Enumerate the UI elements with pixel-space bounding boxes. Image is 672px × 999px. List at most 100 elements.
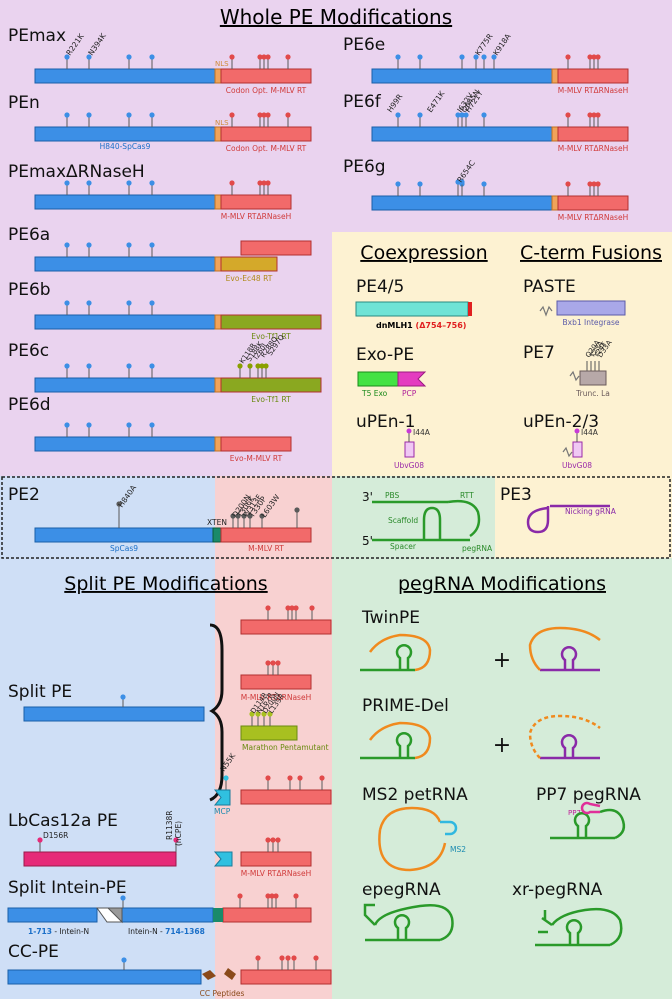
la-bar	[579, 370, 607, 386]
pe2-rt-bar	[220, 527, 312, 543]
pen-rt-mutation-dot	[261, 112, 267, 118]
pe6a-cas9-bar	[34, 256, 216, 272]
splitpe-rt-mcp-mutation-dot	[287, 775, 293, 781]
upen23-linker	[562, 446, 573, 458]
pe6c-olive-mutation-dot	[263, 363, 269, 369]
pen-rt-mutation-dot	[257, 112, 263, 118]
ccpe-cas9-mutation-dot	[121, 957, 127, 963]
pe6e-cas9-mutation-dot	[417, 54, 423, 60]
pegrna-background	[332, 476, 672, 999]
pen-cas9-mutation-dot	[149, 112, 155, 118]
nicking-grna	[526, 504, 610, 534]
xr-title: xr-pegRNA	[512, 880, 603, 900]
ccpe-rt-mutation-dot	[255, 955, 261, 961]
lbcas-bar	[23, 851, 177, 867]
section-title-cterm: C-term Fusions	[520, 242, 662, 264]
intein-rt-mutation-dot	[293, 893, 299, 899]
splitpe-rt-drnaseh	[240, 674, 312, 690]
pen-rt-label: Codon Opt. M-MLV RT	[226, 144, 307, 153]
primedel-title: PRIME-Del	[362, 696, 449, 716]
pe6b-cas9-bar	[34, 314, 216, 330]
intein-rt-mutation-dot	[265, 893, 271, 899]
lbcas-d156r-dot	[37, 837, 43, 843]
section-title-pegrna: pegRNA Modifications	[398, 573, 606, 595]
intein-xten	[213, 908, 223, 922]
peg-spacer-label: Spacer	[390, 542, 417, 551]
pemaxdr-rt-mutation-dot	[261, 180, 267, 186]
pe6a-cas9-mutation-dot	[86, 242, 92, 248]
pe6f-nls-bar	[551, 126, 559, 142]
bxb1-bar	[556, 300, 626, 316]
dnmlh1-label: dnMLH1 (Δ754–756)	[376, 321, 466, 330]
pe6d-cas9-mutation-dot	[86, 422, 92, 428]
xr-motif	[538, 910, 553, 934]
pen-nls-bar	[214, 126, 222, 142]
pp7-scaffold	[573, 812, 591, 838]
pe6c-olive-mutation-dot	[255, 363, 261, 369]
twinpe-peg2-ext	[528, 626, 601, 671]
section-title-split: Split PE Modifications	[64, 573, 267, 595]
pemax-cas9-mutation-dot	[149, 54, 155, 60]
splitpe-rt-mcp	[240, 240, 312, 256]
pe2-rt-mutation-dot	[247, 513, 253, 519]
pemax-cas9-mutation-dot	[64, 54, 70, 60]
marathon-mutation-dot	[255, 711, 261, 717]
pemax-rt-mutation-dot	[261, 54, 267, 60]
lbcas-r1138r-label: R1138R	[165, 810, 174, 840]
xr-extension	[550, 907, 623, 947]
pe6e-rt-mutation-dot	[587, 54, 593, 60]
intein-left-label: 1-713 - Intein-N	[28, 927, 89, 936]
pemax-rt-bar	[220, 68, 312, 84]
pe6g-mutation-dot	[455, 179, 461, 185]
pemaxdr-title: PEmaxΔRNaseH	[8, 162, 145, 182]
pe6f-cas9-bar	[371, 126, 553, 142]
pe6a-title: PE6a	[8, 225, 50, 245]
pe6c-cas9-bar	[34, 377, 216, 393]
epeg-title: epegRNA	[362, 880, 441, 900]
pe6b-cas9-mutation-dot	[149, 300, 155, 306]
ccpe-rt-bar	[240, 969, 332, 985]
ccpe-cas9-bar	[7, 969, 202, 985]
splitpe-rt-drnaseh-mutation-dot	[275, 660, 281, 666]
ms2-title: MS2 petRNA	[362, 785, 468, 805]
pe6g-mutation-dot	[459, 179, 465, 185]
pemaxdr-nls-bar	[214, 194, 222, 210]
pe3-background	[495, 476, 672, 558]
marathon-mutation-dot	[261, 711, 267, 717]
pemax-rt-mutation-dot	[285, 54, 291, 60]
mcp-bar	[213, 789, 231, 806]
pemaxdr-rt-mutation-dot	[265, 180, 271, 186]
pe7-linker	[569, 370, 580, 382]
pen-cas9-label: H840-SpCas9	[100, 142, 151, 151]
lbcas-ncpe-label: (nCPE)	[174, 821, 183, 846]
intein-right-label: Intein-N - 714-1368	[128, 927, 205, 936]
pe6c-olive-mutation-dot	[259, 363, 265, 369]
pe6g-rt-mutation-dot	[591, 181, 597, 187]
pemaxdr-rt-bar	[220, 194, 292, 210]
lbcas-rt-mutation-dot	[270, 837, 276, 843]
split-bracket	[209, 623, 224, 802]
pe6d-cas9-mutation-dot	[64, 422, 70, 428]
intein-rt-mutation-dot	[273, 893, 279, 899]
pe6e-cas9-mutation-dot	[459, 54, 465, 60]
pen-cas9-mutation-dot	[126, 112, 132, 118]
pe6f-cas9-mutation-dot	[417, 112, 423, 118]
pe2-rt-label: M-MLV RT	[248, 544, 284, 553]
pe6c-olive-mutation-dot	[247, 363, 253, 369]
pcp-bar	[397, 371, 427, 387]
pe6a-nls-bar	[214, 256, 222, 272]
nicking-grna-label: Nicking gRNA	[565, 507, 617, 516]
pe6b-cas9-mutation-dot	[126, 300, 132, 306]
pe3-title: PE3	[500, 485, 532, 505]
upen23-mut: I44A	[581, 428, 599, 437]
pe6g-rt-mutation-dot	[587, 181, 593, 187]
twinpe-peg1-extension	[368, 633, 432, 672]
pcp-label: PCP	[402, 389, 417, 398]
intein-mutation-dot	[120, 895, 126, 901]
ccpe-rt-mutation-dot	[291, 955, 297, 961]
pe2-l603w-dot	[294, 507, 300, 513]
split-pe-title: Split PE	[8, 682, 72, 702]
splitpe-rt-full-mutation-dot	[293, 605, 299, 611]
pe2-rt-mutation-dot	[259, 513, 265, 519]
pe6f-title: PE6f	[343, 92, 382, 112]
